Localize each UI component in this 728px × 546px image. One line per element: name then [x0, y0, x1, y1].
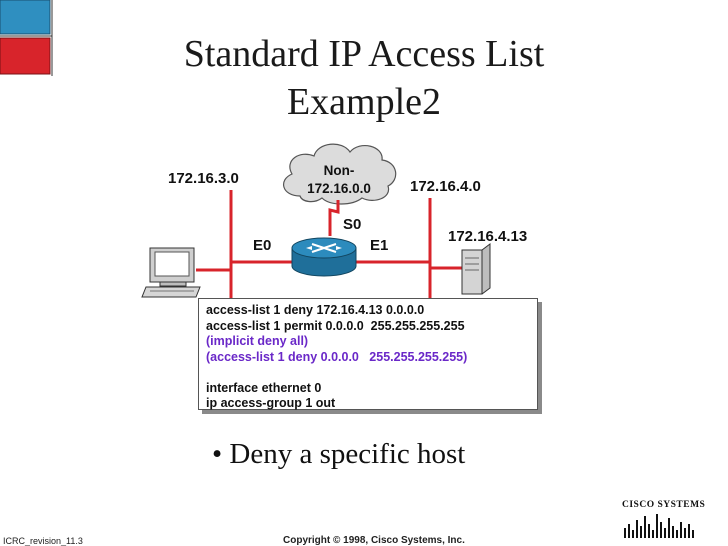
config-line-2: access-list 1 permit 0.0.0.0 255.255.255…: [206, 318, 465, 333]
config-line-7: ip access-group 1 out: [206, 396, 336, 410]
bullet-text: Deny a specific host: [229, 438, 466, 470]
label-s0: S0: [343, 216, 362, 233]
config-line-6: interface ethernet 0: [206, 380, 322, 395]
slide-title-line2: Example2: [286, 81, 442, 123]
cisco-logo: CISCO SYSTEMS: [622, 500, 706, 542]
bullet-marker: •: [212, 438, 223, 470]
cisco-logo-bars: [624, 514, 694, 538]
label-cloud-line2: 172.16.0.0: [307, 181, 371, 196]
serial-link: [328, 200, 340, 236]
config-line-3: (implicit deny all): [206, 334, 309, 348]
label-net-right: 172.16.4.0: [410, 178, 481, 195]
router-icon: [291, 237, 357, 277]
config-box: access-list 1 deny 172.16.4.13 0.0.0.0 a…: [198, 298, 538, 410]
config-line-1: access-list 1 deny 172.16.4.13 0.0.0.0: [206, 303, 425, 317]
label-cloud-line1: Non-: [323, 163, 355, 178]
footer-copyright: Copyright © 1998, Cisco Systems, Inc.: [283, 535, 465, 546]
label-cloud: Non- 172.16.0.0: [299, 162, 379, 198]
label-host: 172.16.4.13: [448, 228, 528, 245]
workstation-icon: [141, 247, 201, 298]
label-e1: E1: [370, 237, 389, 254]
label-e0: E0: [253, 237, 272, 254]
corner-decoration: [0, 0, 53, 76]
slide-title: Standard IP Access List Example2: [0, 30, 728, 126]
footer-left: ICRC_revision_11.3: [3, 536, 83, 546]
cisco-logo-text: CISCO SYSTEMS: [622, 500, 706, 510]
label-net-left: 172.16.3.0: [168, 170, 239, 187]
slide-title-line1: Standard IP Access List: [183, 33, 545, 75]
server-icon: [461, 243, 491, 295]
config-line-5: [206, 365, 537, 381]
bullet-point: • Deny a specific host: [212, 438, 465, 471]
config-line-4: (access-list 1 deny 0.0.0.0 255.255.255.…: [206, 349, 468, 364]
cloud-icon: [283, 143, 397, 205]
